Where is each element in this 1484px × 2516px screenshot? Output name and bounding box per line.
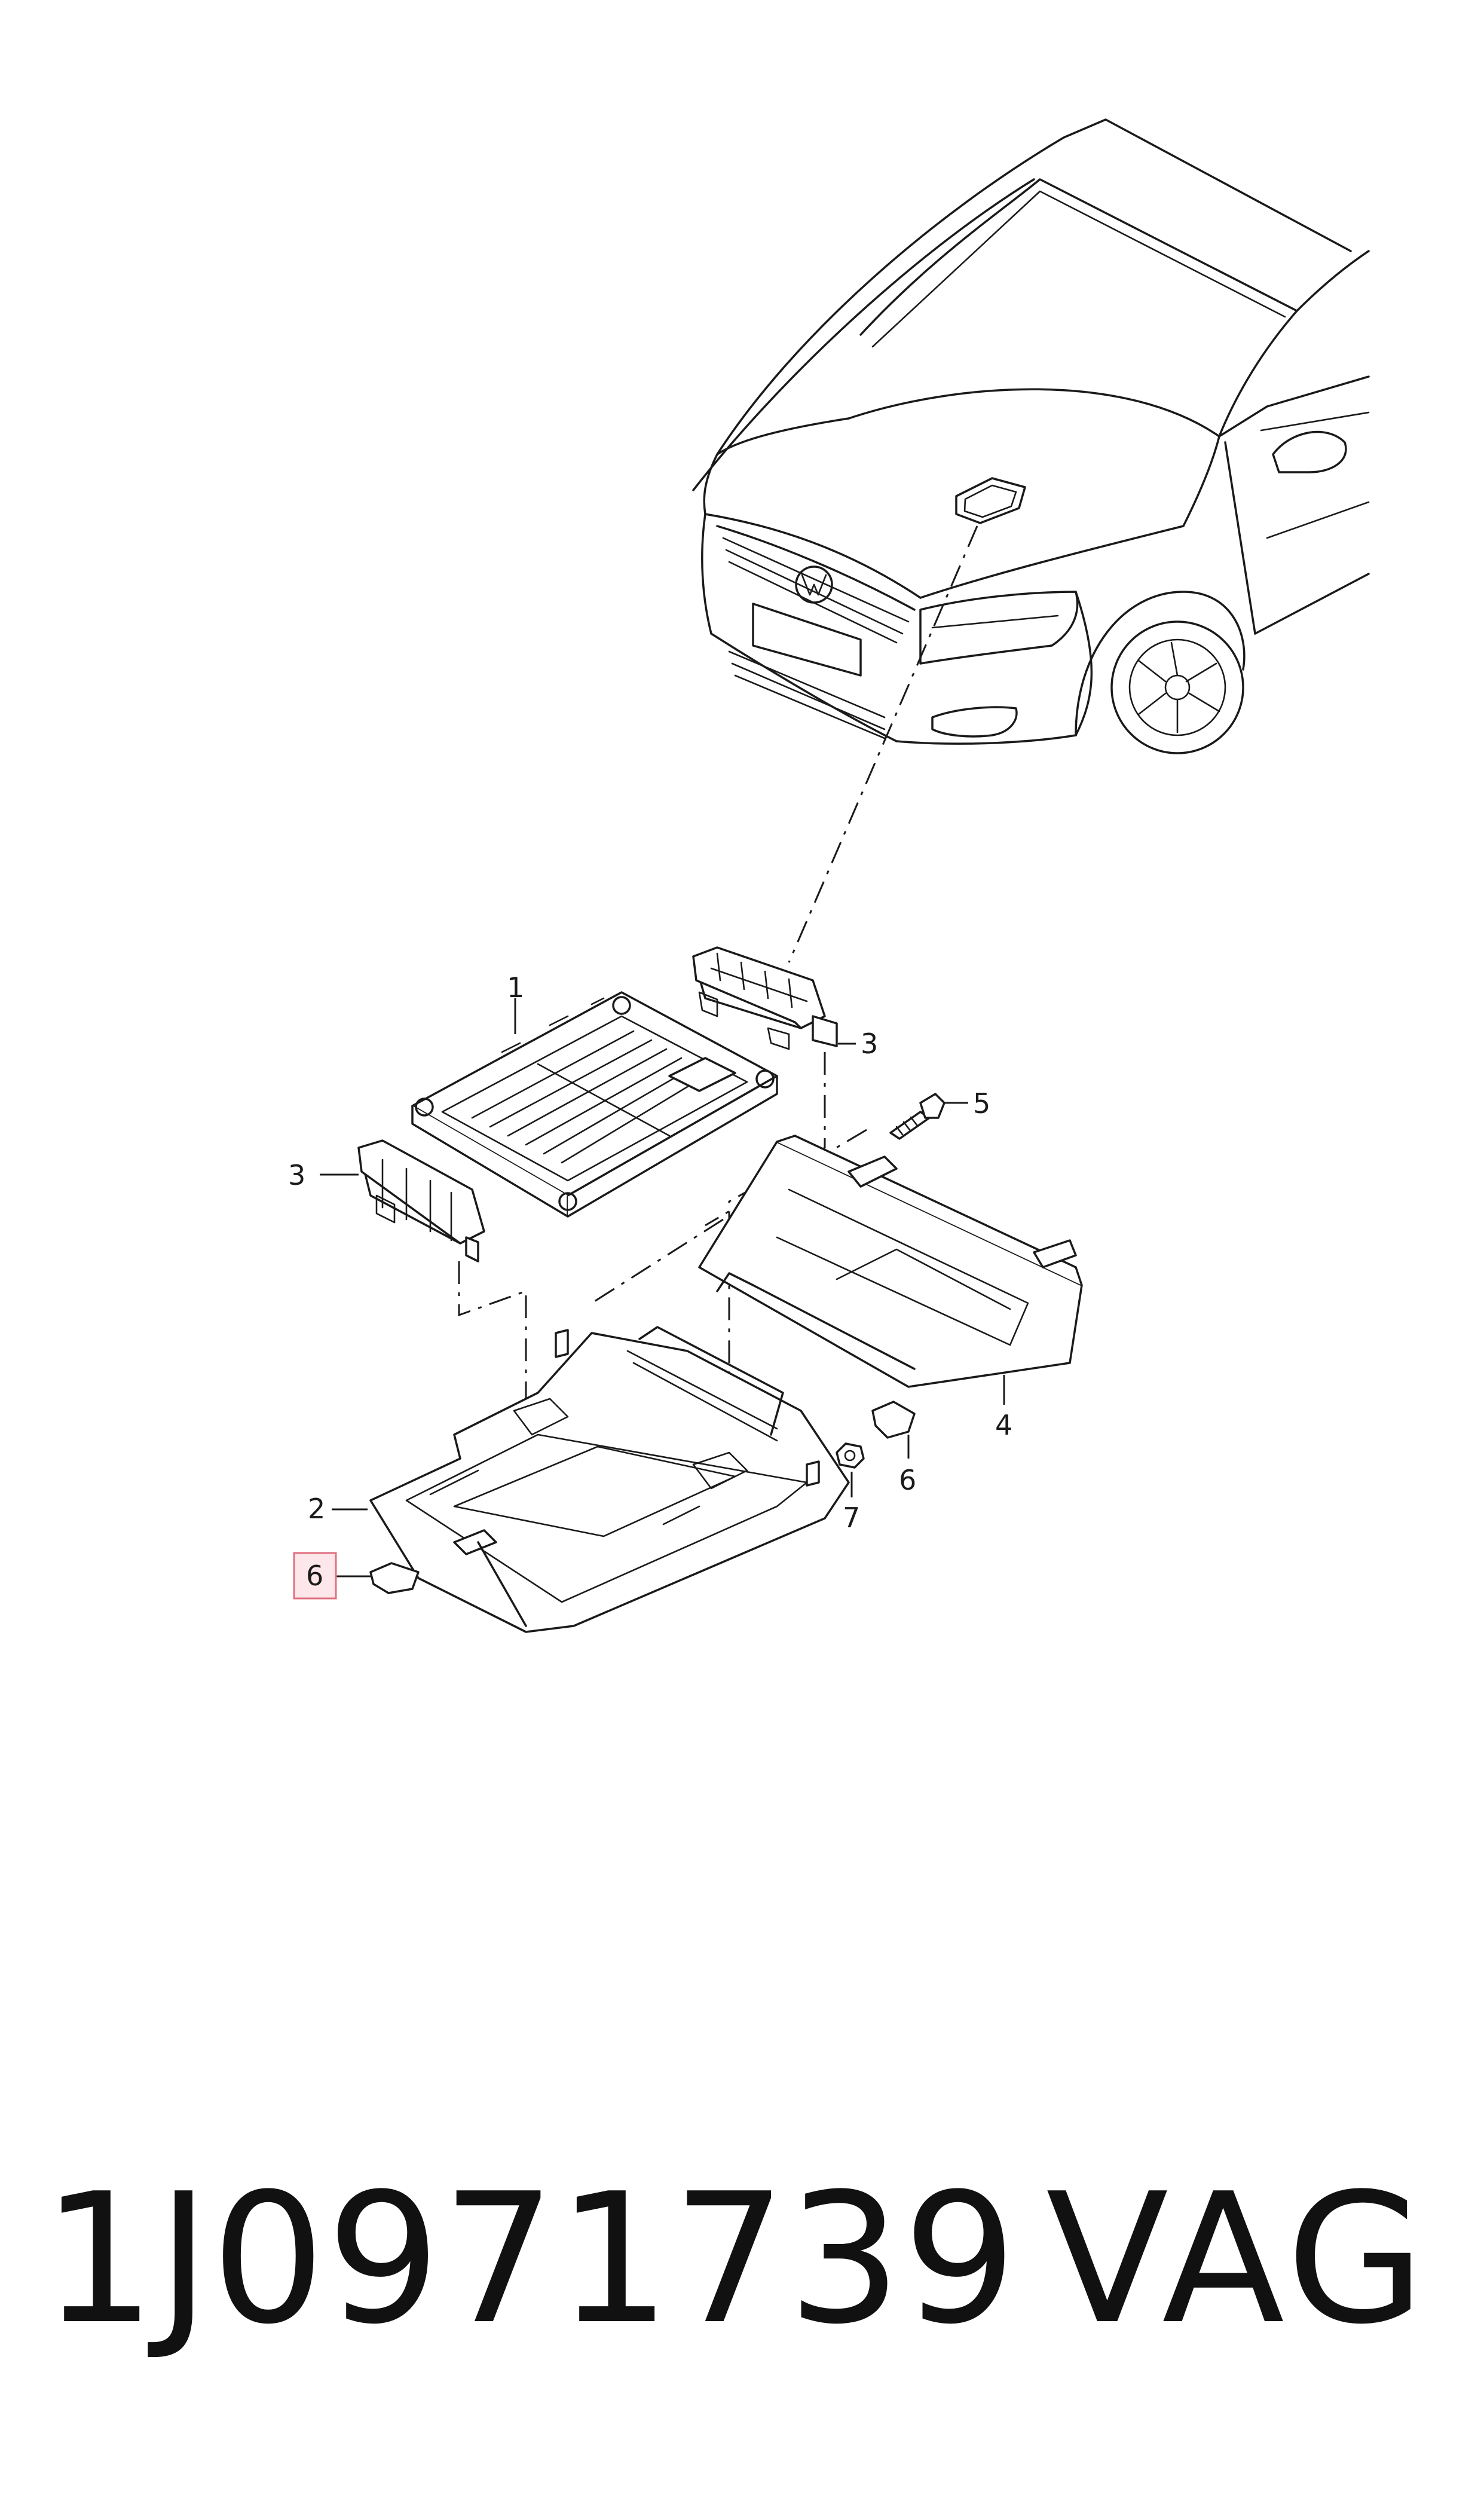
callout-1: 1: [507, 971, 524, 1004]
part-1-control-unit: [411, 991, 778, 1218]
part-7-nut: [836, 1442, 865, 1469]
part-3-left-bracket: [357, 1139, 485, 1262]
part-6-clip-left: [369, 1562, 420, 1594]
hood-access-cover: [955, 477, 1026, 524]
connector-line-mid: [591, 1218, 724, 1304]
callout-2: 2: [308, 1493, 325, 1525]
part-2-base-plate: [369, 1326, 850, 1633]
callout-7: 7: [843, 1502, 860, 1534]
callout-3-left: 3: [288, 1159, 305, 1191]
brand-label: VAG: [1046, 2155, 1430, 2364]
callout-5: 5: [973, 1087, 990, 1120]
callout-4: 4: [995, 1409, 1012, 1441]
callout-highlight-box: [293, 1552, 337, 1600]
connector-line-car: [788, 525, 978, 963]
part-4-support-tray: [698, 1135, 1083, 1388]
callout-6-left: 6: [306, 1560, 323, 1592]
car-illustration: [692, 118, 1370, 754]
part-5-bolt: [889, 1093, 946, 1140]
callout-3-right: 3: [861, 1028, 878, 1060]
connector-line-left: [458, 1261, 527, 1614]
part-number: 1J0971739: [42, 2155, 1018, 2364]
part-6-clip-right: [871, 1401, 916, 1439]
part-3-upper-bracket: [692, 946, 838, 1050]
callout-6-right: 6: [899, 1464, 916, 1496]
footer: 1J0971739 VAG: [42, 2152, 1446, 2367]
